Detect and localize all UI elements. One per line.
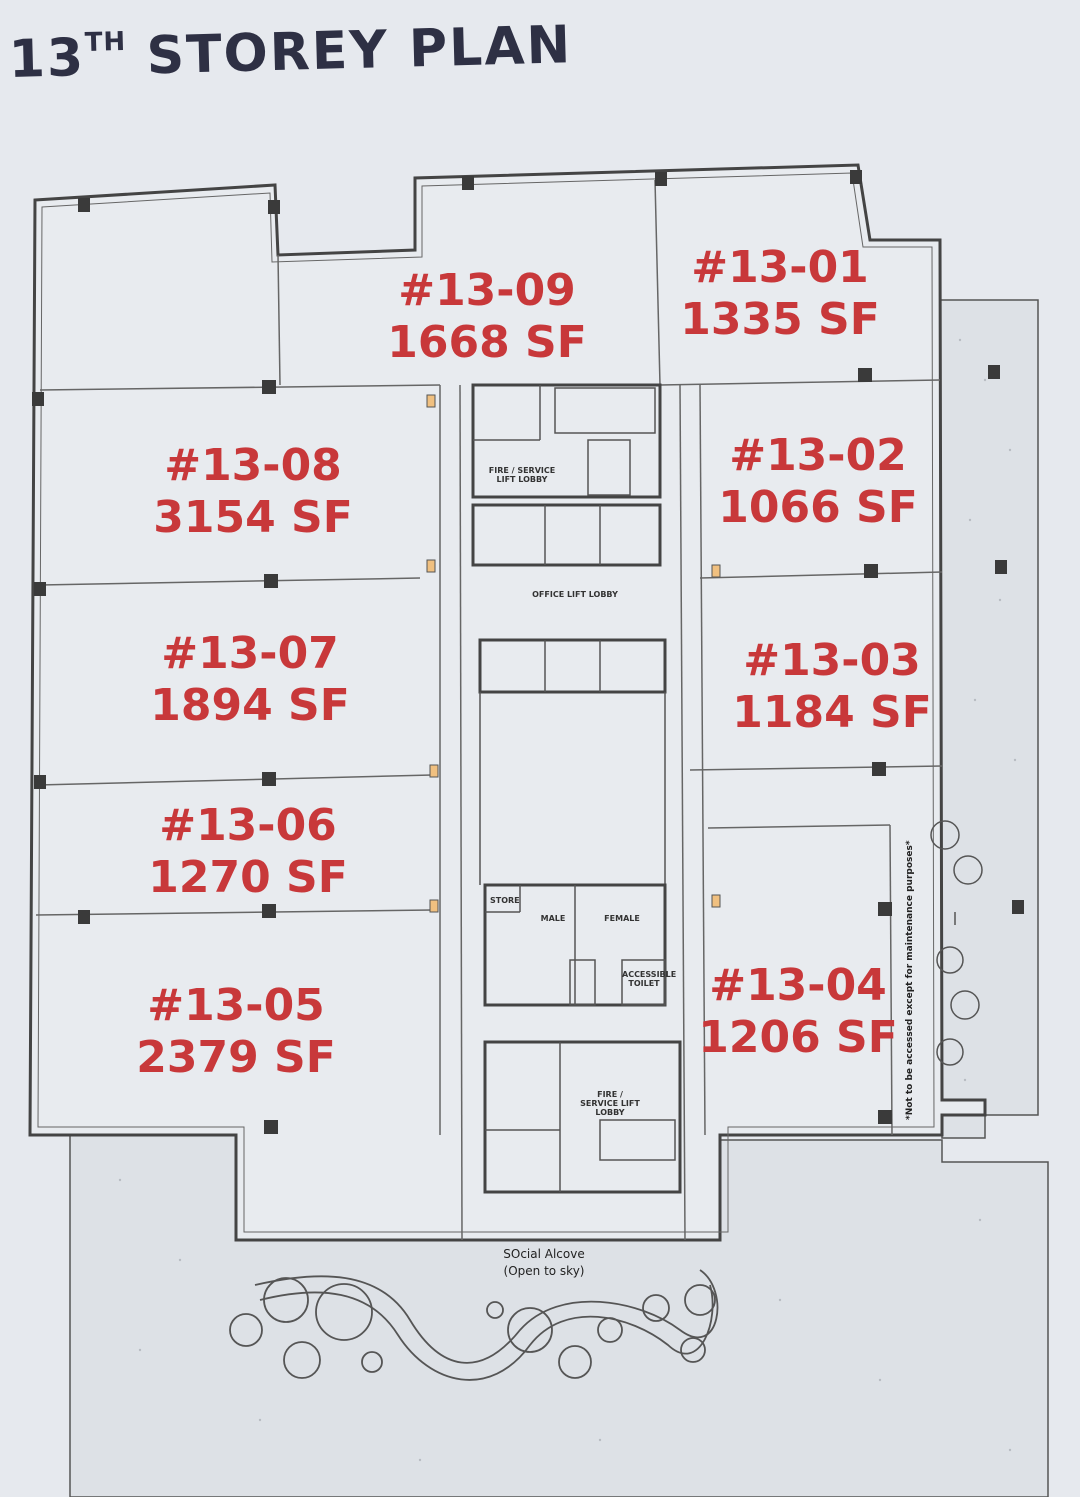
unit-id: #13-03 (743, 635, 921, 686)
unit-area: 2379 SF (136, 1032, 336, 1083)
unit-label-13-02: #13-02 1066 SF (718, 430, 918, 534)
unit-label-13-05: #13-05 2379 SF (136, 980, 336, 1084)
east-planters (930, 820, 983, 1066)
fire-lobby-top-label: FIRE / SERVICE LIFT LOBBY (488, 466, 556, 484)
unit-area: 1894 SF (150, 680, 350, 731)
building-outline (28, 163, 987, 1242)
unit-area: 1184 SF (732, 687, 932, 738)
female-label: FEMALE (604, 914, 640, 923)
unit-label-13-07: #13-07 1894 SF (150, 628, 350, 732)
social-alcove-note: (Open to sky) (503, 1264, 585, 1278)
unit-id: #13-01 (691, 242, 869, 293)
landscape-areas (69, 299, 1049, 1497)
unit-area: 1668 SF (387, 317, 587, 368)
columns (32, 170, 1024, 1134)
unit-area: 1335 SF (680, 294, 880, 345)
male-label: MALE (540, 914, 566, 923)
unit-id: #13-04 (709, 960, 887, 1011)
office-lift-lobby-label: OFFICE LIFT LOBBY (532, 590, 618, 599)
unit-id: #13-02 (729, 430, 907, 481)
fire-lobby-bottom-label: FIRE / SERVICE LIFT LOBBY (580, 1090, 640, 1117)
unit-area: 1270 SF (148, 852, 348, 903)
unit-label-13-09: #13-09 1668 SF (387, 265, 587, 369)
toilet-core-details (485, 885, 676, 1192)
east-terrace (939, 299, 1039, 1139)
unit-area: 1206 SF (698, 1012, 898, 1063)
accessible-toilet-label: ACCESSIBLE TOILET (622, 970, 677, 988)
unit-area: 1066 SF (718, 482, 918, 533)
unit-label-13-04: #13-04 1206 SF (698, 960, 898, 1064)
unit-id: #13-08 (164, 440, 342, 491)
unit-id: #13-06 (159, 800, 337, 851)
unit-id: #13-09 (398, 265, 576, 316)
lift-core-top (471, 383, 667, 694)
unit-label-13-01: #13-01 1335 SF (680, 242, 880, 346)
store-label: STORE (490, 896, 520, 905)
unit-partitions (35, 179, 943, 1241)
unit-label-13-06: #13-06 1270 SF (148, 800, 348, 904)
unit-label-13-08: #13-08 3154 SF (153, 440, 353, 544)
unit-id: #13-07 (161, 628, 339, 679)
maintenance-note: *Not to be accessed except for maintenan… (905, 840, 915, 1120)
unit-area: 3154 SF (153, 492, 353, 543)
lift-core-details (473, 385, 666, 885)
alcove-planting (229, 1269, 719, 1381)
unit-id: #13-05 (147, 980, 325, 1031)
terrace-texture (118, 338, 1017, 1462)
unit-label-13-03: #13-03 1184 SF (732, 635, 932, 739)
social-alcove-name: SOcial Alcove (503, 1247, 585, 1261)
social-alcove-label: SOcial Alcove (Open to sky) (503, 1246, 584, 1280)
building-outline-inner (37, 172, 935, 1233)
door-markers (426, 394, 721, 913)
